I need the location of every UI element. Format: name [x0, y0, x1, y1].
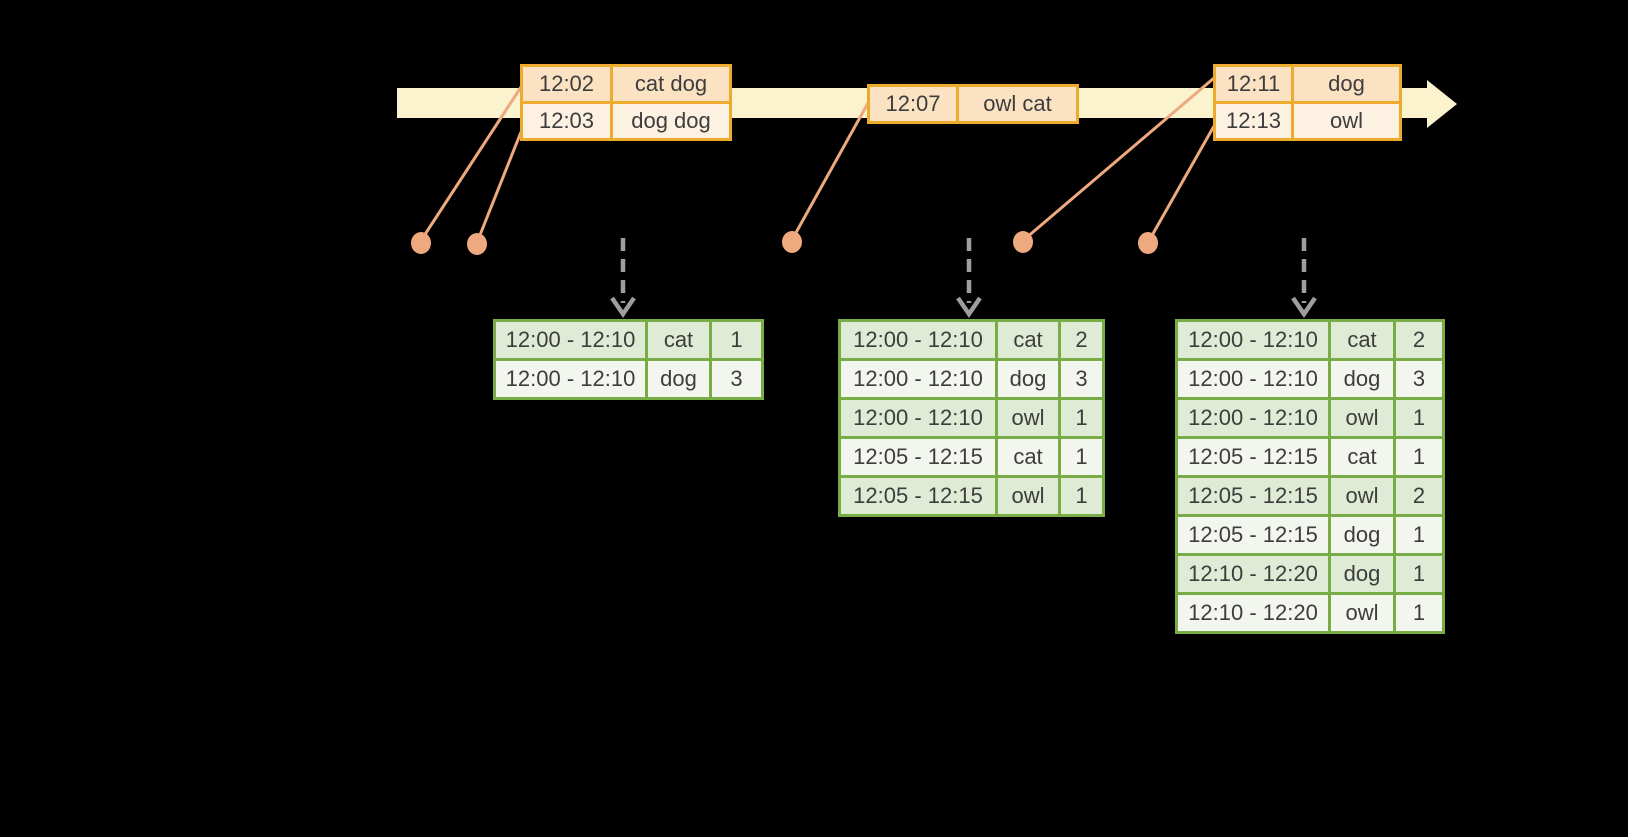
window-cell: 12:00 - 12:10: [1175, 319, 1331, 361]
event-dot: [411, 232, 431, 254]
event-connector-line: [1148, 125, 1216, 240]
table-row: 12:00 - 12:10 dog 3: [1175, 358, 1445, 400]
table-row: 12:10 - 12:20 dog 1: [1175, 553, 1445, 595]
table-row: 12:00 - 12:10 owl 1: [1175, 397, 1445, 439]
event-time-cell: 12:03: [520, 101, 613, 141]
table-row: 12:05 - 12:15 owl 1: [838, 475, 1105, 517]
window-cell: 12:05 - 12:15: [1175, 514, 1331, 556]
window-cell: 12:05 - 12:15: [1175, 475, 1331, 517]
window-cell: 12:05 - 12:15: [1175, 436, 1331, 478]
event-words-cell: owl: [1291, 101, 1402, 141]
event-connector-line: [476, 131, 523, 241]
timeline-arrowhead-icon: [1427, 80, 1457, 128]
window-cell: 12:00 - 12:10: [838, 397, 998, 439]
word-cell: owl: [1328, 397, 1396, 439]
window-cell: 12:00 - 12:10: [1175, 358, 1331, 400]
word-cell: dog: [1328, 514, 1396, 556]
window-cell: 12:00 - 12:10: [493, 358, 648, 400]
word-cell: cat: [645, 319, 712, 361]
table-row: 12:13 owl: [1213, 101, 1402, 141]
event-words-cell: owl cat: [956, 84, 1079, 124]
table-row: 12:00 - 12:10 cat 2: [1175, 319, 1445, 361]
count-cell: 1: [1393, 436, 1445, 478]
table-row: 12:07 owl cat: [867, 84, 1079, 124]
event-dot: [1138, 232, 1158, 254]
word-cell: cat: [1328, 319, 1396, 361]
count-cell: 1: [1393, 514, 1445, 556]
word-cell: dog: [645, 358, 712, 400]
event-dots: [411, 231, 1158, 255]
event-connector-lines: [420, 76, 1216, 241]
count-cell: 2: [1393, 319, 1445, 361]
trigger-arrows: [610, 238, 1317, 318]
input-table-3: 12:11 dog 12:13 owl: [1213, 64, 1402, 141]
table-row: 12:10 - 12:20 owl 1: [1175, 592, 1445, 634]
word-cell: dog: [1328, 553, 1396, 595]
result-table-2: 12:00 - 12:10 cat 2 12:00 - 12:10 dog 3 …: [838, 319, 1105, 517]
count-cell: 1: [709, 319, 764, 361]
count-cell: 2: [1393, 475, 1445, 517]
window-cell: 12:00 - 12:10: [838, 358, 998, 400]
input-table-2: 12:07 owl cat: [867, 84, 1079, 124]
count-cell: 3: [1058, 358, 1105, 400]
trigger-arrow-icon: [956, 238, 982, 318]
table-row: 12:05 - 12:15 cat 1: [838, 436, 1105, 478]
count-cell: 1: [1058, 475, 1105, 517]
table-row: 12:02 cat dog: [520, 64, 732, 104]
table-row: 12:00 - 12:10 cat 1: [493, 319, 764, 361]
event-connector-line: [420, 83, 525, 240]
table-row: 12:05 - 12:15 dog 1: [1175, 514, 1445, 556]
word-cell: owl: [995, 475, 1061, 517]
word-cell: owl: [1328, 475, 1396, 517]
event-dot: [467, 233, 487, 255]
event-time-cell: 12:11: [1213, 64, 1294, 104]
event-connector-line: [1025, 76, 1215, 240]
word-cell: dog: [995, 358, 1061, 400]
count-cell: 1: [1058, 436, 1105, 478]
event-time-cell: 12:13: [1213, 101, 1294, 141]
table-row: 12:00 - 12:10 dog 3: [838, 358, 1105, 400]
result-table-1: 12:00 - 12:10 cat 1 12:00 - 12:10 dog 3: [493, 319, 764, 400]
table-row: 12:05 - 12:15 cat 1: [1175, 436, 1445, 478]
count-cell: 3: [1393, 358, 1445, 400]
word-cell: cat: [995, 436, 1061, 478]
window-cell: 12:10 - 12:20: [1175, 592, 1331, 634]
table-row: 12:11 dog: [1213, 64, 1402, 104]
count-cell: 1: [1393, 553, 1445, 595]
window-cell: 12:00 - 12:10: [1175, 397, 1331, 439]
word-cell: owl: [1328, 592, 1396, 634]
word-cell: cat: [1328, 436, 1396, 478]
window-cell: 12:05 - 12:15: [838, 436, 998, 478]
event-words-cell: dog: [1291, 64, 1402, 104]
trigger-arrow-icon: [610, 238, 636, 318]
table-row: 12:03 dog dog: [520, 101, 732, 141]
result-table-3: 12:00 - 12:10 cat 2 12:00 - 12:10 dog 3 …: [1175, 319, 1445, 634]
word-cell: dog: [1328, 358, 1396, 400]
event-words-cell: dog dog: [610, 101, 732, 141]
count-cell: 2: [1058, 319, 1105, 361]
window-cell: 12:00 - 12:10: [838, 319, 998, 361]
count-cell: 1: [1393, 592, 1445, 634]
count-cell: 1: [1058, 397, 1105, 439]
event-connector-line: [791, 102, 870, 239]
trigger-arrow-icon: [1291, 238, 1317, 318]
word-cell: cat: [995, 319, 1061, 361]
window-cell: 12:00 - 12:10: [493, 319, 648, 361]
table-row: 12:00 - 12:10 owl 1: [838, 397, 1105, 439]
event-time-cell: 12:02: [520, 64, 613, 104]
count-cell: 3: [709, 358, 764, 400]
table-row: 12:00 - 12:10 dog 3: [493, 358, 764, 400]
window-cell: 12:05 - 12:15: [838, 475, 998, 517]
count-cell: 1: [1393, 397, 1445, 439]
window-cell: 12:10 - 12:20: [1175, 553, 1331, 595]
event-words-cell: cat dog: [610, 64, 732, 104]
event-time-cell: 12:07: [867, 84, 959, 124]
event-dot: [1013, 231, 1033, 253]
table-row: 12:00 - 12:10 cat 2: [838, 319, 1105, 361]
event-dot: [782, 231, 802, 253]
word-cell: owl: [995, 397, 1061, 439]
table-row: 12:05 - 12:15 owl 2: [1175, 475, 1445, 517]
input-table-1: 12:02 cat dog 12:03 dog dog: [520, 64, 732, 141]
